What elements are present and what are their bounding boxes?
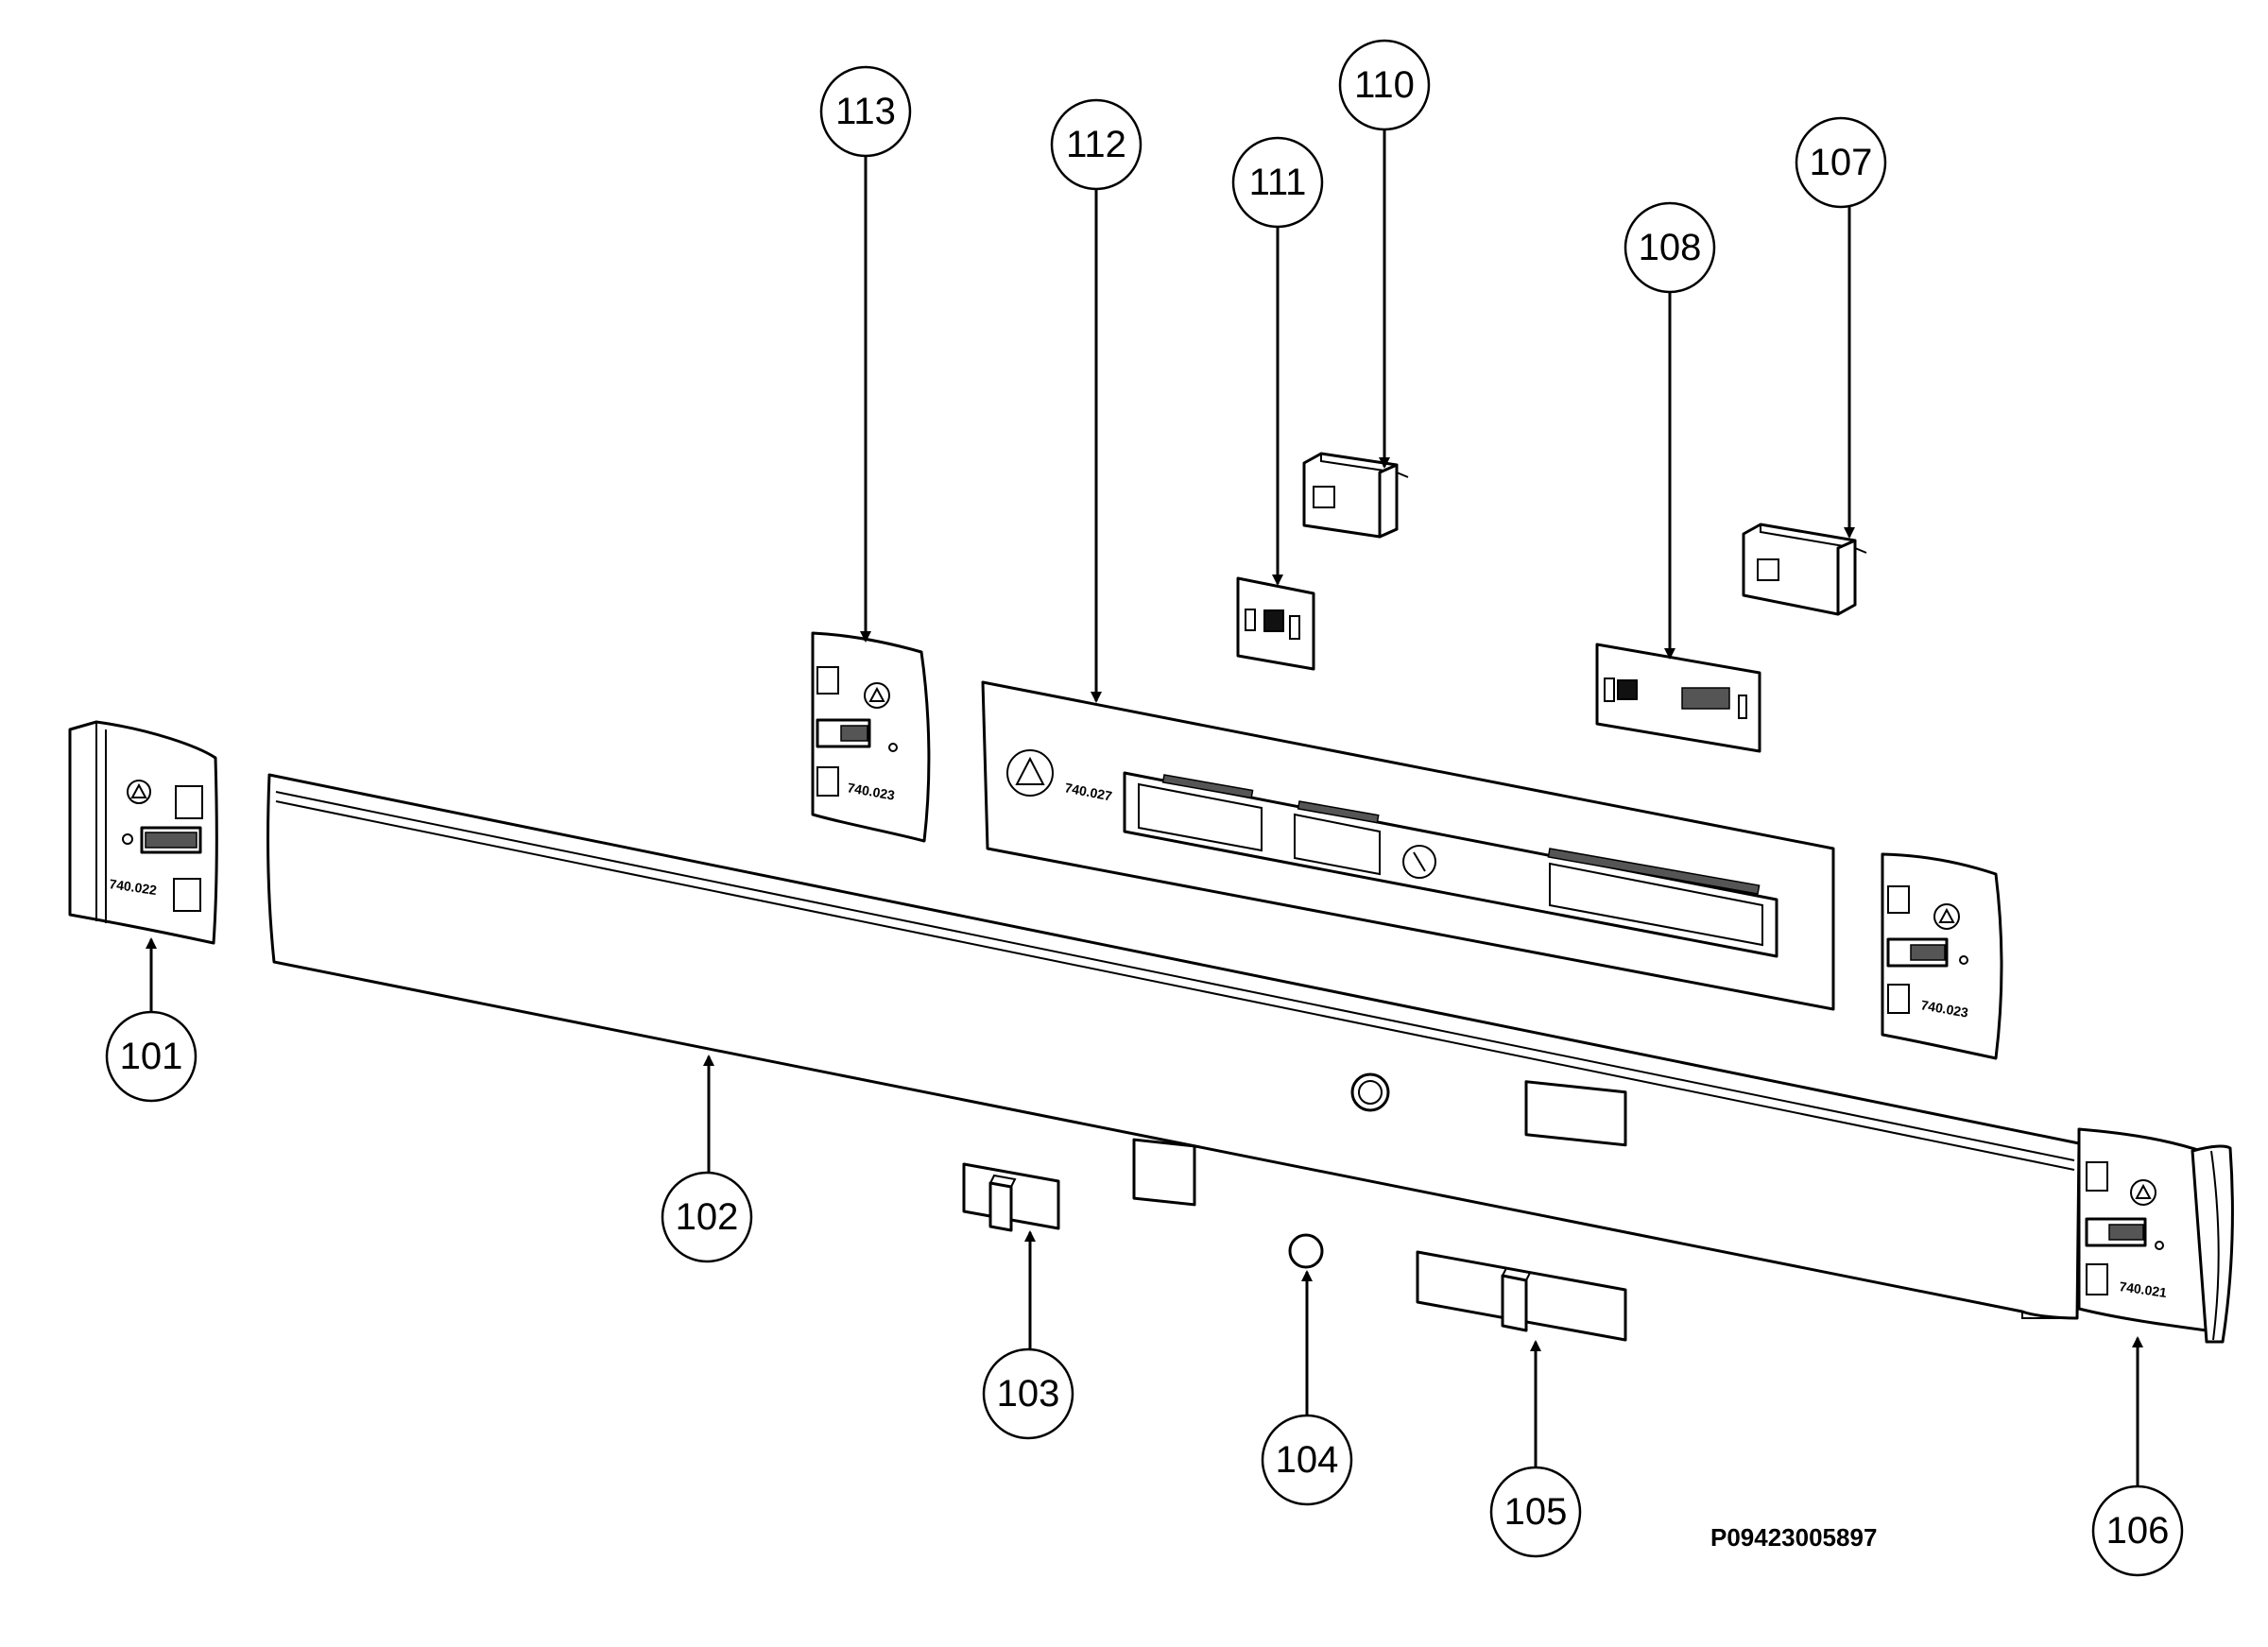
svg-text:112: 112 [1066,124,1126,165]
switch-module-107 [1742,523,1867,616]
svg-text:111: 111 [1249,162,1307,203]
callout-103: 103 [982,1347,1074,1440]
drawing-reference-code: P09423005897 [1710,1523,1877,1552]
callout-101: 101 [105,1010,198,1103]
wide-circuit-board [1595,643,1761,753]
svg-text:107: 107 [1810,142,1873,183]
left-cap-model-label: 740.022 [109,876,159,898]
panel-window-right [1524,1080,1627,1147]
right-cap-model-label: 740.021 [2119,1278,2169,1300]
control-panel-bar [266,773,2081,1320]
callout-112: 112 [1050,98,1143,191]
svg-text:102: 102 [676,1196,739,1238]
svg-text:110: 110 [1354,64,1415,106]
callout-111: 111 [1231,136,1324,229]
callout-107: 107 [1795,116,1887,209]
svg-text:113: 113 [835,91,896,132]
panel-knob-hole-inner [1358,1080,1383,1105]
panel-knob-hole-outer [1350,1072,1390,1112]
callout-113: 113 [819,65,912,158]
callout-110: 110 [1338,39,1431,131]
svg-text:101: 101 [120,1036,183,1077]
small-button-103 [962,1162,1060,1232]
fascia-logo [1006,749,1054,797]
callouts: 101 102 103 104 105 106 107 108 110 111 … [105,39,2184,1577]
upper-left-end-cap: 740.023 [811,631,931,843]
callout-108: 108 [1624,201,1716,294]
leader-lines [146,129,2143,1487]
fascia-knob-hole [1402,845,1436,879]
callout-106: 106 [2091,1484,2184,1577]
svg-text:106: 106 [2106,1510,2170,1552]
callout-104: 104 [1261,1414,1353,1506]
left-end-cap: 740.022 [68,720,218,945]
wide-button-105 [1416,1250,1627,1342]
fascia-panel: 740.027 [981,680,1835,1011]
switch-module-110 [1302,452,1409,539]
svg-text:104: 104 [1276,1439,1339,1481]
svg-text:103: 103 [997,1373,1060,1415]
upper-right-end-cap: 740.023 [1881,852,2003,1060]
callout-102: 102 [661,1171,753,1263]
svg-text:105: 105 [1504,1491,1568,1533]
knob-104 [1288,1233,1324,1269]
small-circuit-board [1236,576,1315,671]
right-end-cap: 740.021 [2077,1127,2234,1344]
panel-window-left [1132,1138,1196,1207]
callout-105: 105 [1489,1466,1582,1558]
svg-text:108: 108 [1639,227,1702,268]
